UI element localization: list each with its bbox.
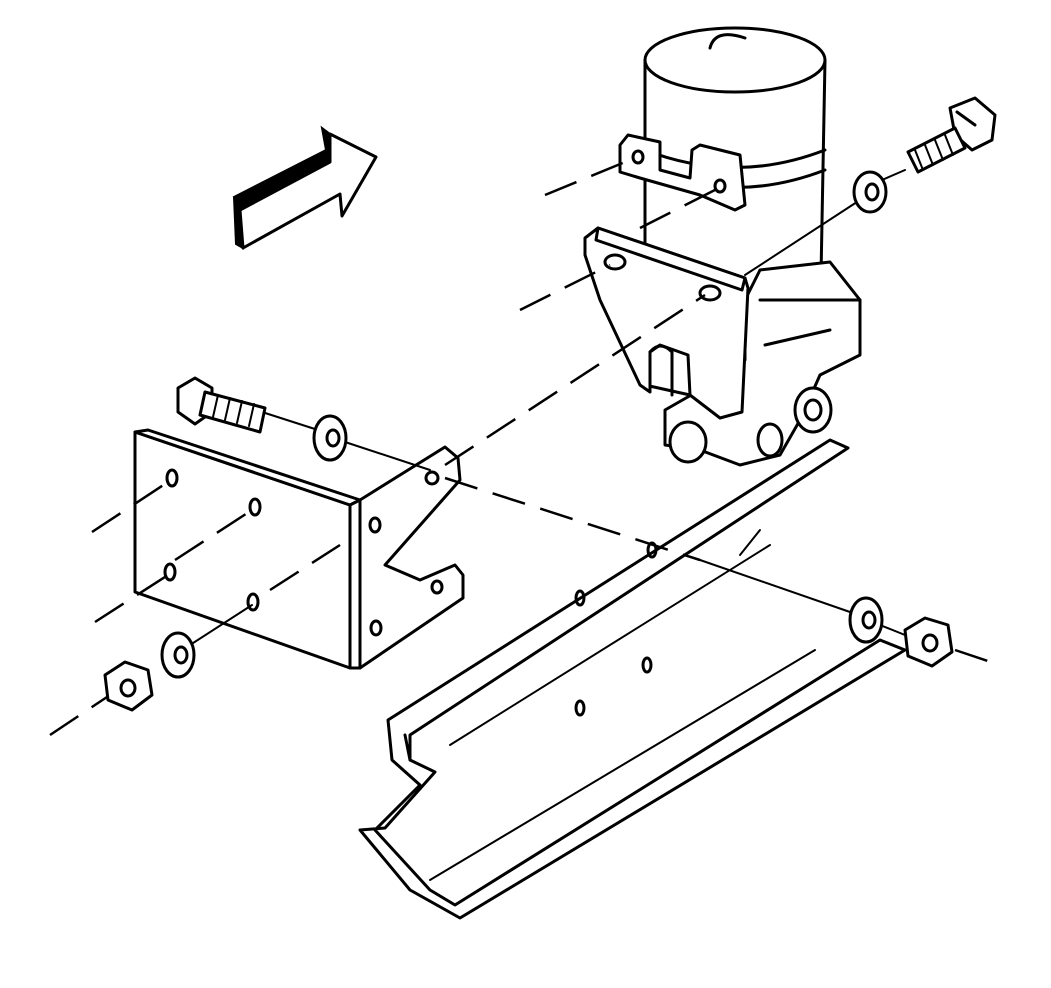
direction-arrow — [232, 125, 378, 250]
mounting-bracket — [133, 428, 465, 670]
alignment-lines — [49, 158, 1001, 737]
bolt-upper-right — [906, 96, 997, 174]
rail-holes — [574, 541, 658, 717]
frame-rail — [358, 438, 907, 920]
pump-motor — [583, 26, 862, 467]
nuts — [103, 616, 954, 712]
washers — [160, 170, 888, 679]
bracket-holes — [163, 468, 444, 637]
bolt-left — [176, 376, 267, 434]
